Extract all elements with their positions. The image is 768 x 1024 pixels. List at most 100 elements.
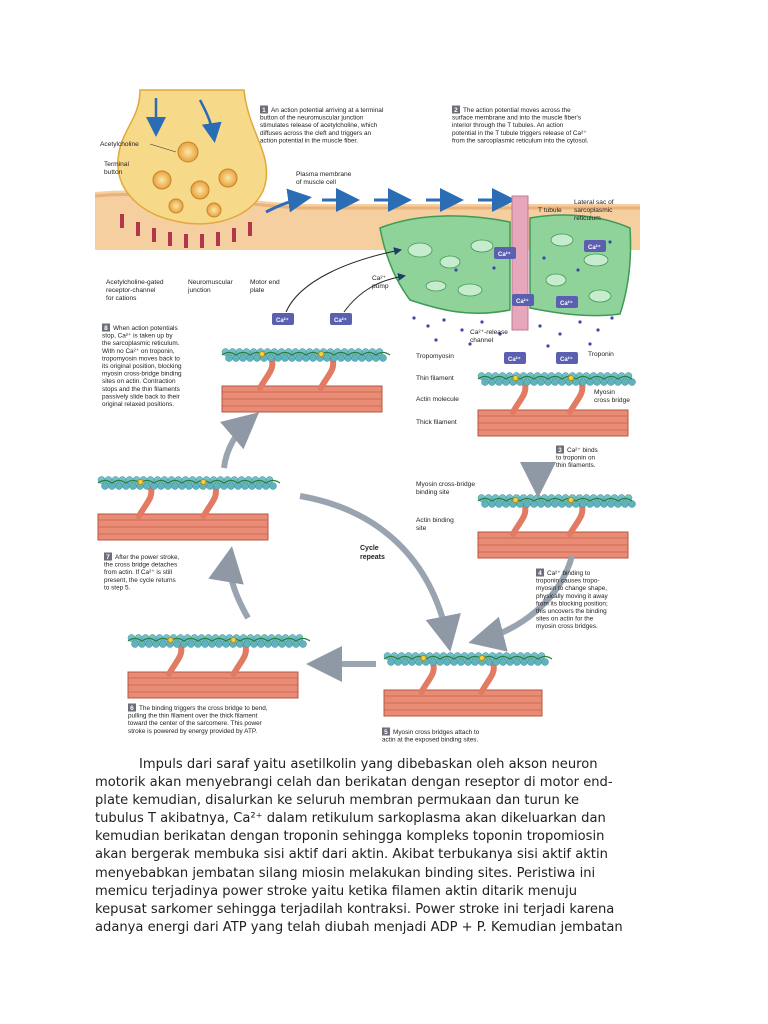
step-caption-line: When action potentials	[113, 325, 178, 332]
ca-pump-arrow-2	[343, 273, 406, 313]
t-tubule	[511, 195, 529, 331]
troponin-marker	[567, 496, 575, 504]
cycle-arrow-to-step5	[299, 493, 461, 652]
cycle-arrow-step7-to-8	[220, 412, 260, 469]
step-caption-line: diffuses across the cleft and triggers a…	[260, 130, 372, 137]
actin-bead	[628, 378, 636, 386]
step-caption-line: button of the neuromuscular junction	[260, 115, 364, 122]
tropomyosin-strand	[477, 497, 633, 502]
step-number: 8	[104, 325, 108, 332]
step-caption-line: stroke is powered by energy provided by …	[128, 728, 257, 735]
step-number: 5	[384, 729, 388, 736]
muscle-contraction-figure: Ca²⁺ Ca²⁺ Ca²⁺ Ca²⁺ Ca²⁺ Ca²⁺ Ca²⁺ Ca²⁺ …	[94, 89, 640, 744]
svg-text:Ca²⁺: Ca²⁺	[498, 251, 511, 258]
step-badge	[128, 703, 136, 712]
step-caption-line: An action potential arriving at a termin…	[271, 107, 383, 114]
step-caption-line: sites on actin. Contraction	[102, 378, 176, 385]
step-number: 7	[106, 554, 110, 561]
step-caption-line: the sarcoplasmic reticulum.	[102, 340, 180, 347]
paragraph-line: kemudian berikatan dengan troponin sehin…	[95, 829, 605, 845]
svg-text:Ca²⁺: Ca²⁺	[516, 298, 529, 305]
paragraph-line: plate kemudian, disalurkan ke seluruh me…	[95, 793, 580, 809]
paragraph-line: Impuls dari saraf yaitu asetilkolin yang…	[139, 757, 598, 772]
actin-bead	[269, 482, 277, 490]
step-number: 4	[538, 570, 542, 577]
step-caption-line: With no Ca²⁺ on troponin,	[102, 348, 175, 355]
tropomyosin-strand	[383, 655, 553, 660]
svg-text:Ca²⁺: Ca²⁺	[560, 356, 573, 363]
label-troponin: Troponin	[588, 351, 614, 358]
step-caption-line: physically moving it away	[536, 593, 609, 600]
step-badge	[536, 568, 544, 577]
myosin-cross-bridge	[200, 485, 219, 519]
step-caption-line: myosin cross-bridge binding	[102, 371, 182, 378]
myosin-cross-bridge	[567, 503, 586, 537]
cycle-arrow-step4-to-5	[468, 555, 575, 652]
step-badge	[102, 323, 110, 332]
myosin-cross-bridge	[257, 357, 276, 391]
step-caption-line: myosin to change shape,	[536, 585, 607, 592]
step-caption-line: stimulates release of acetylcholine, whi…	[260, 122, 378, 129]
label-actin-molecule: Actin molecule	[416, 396, 459, 403]
step-number: 3	[558, 447, 562, 454]
myosin-cross-bridge	[567, 381, 586, 415]
svg-text:Ca²⁺: Ca²⁺	[588, 244, 601, 251]
step-badge	[382, 727, 390, 736]
troponin-marker	[512, 496, 519, 504]
svg-text:Ca²⁺: Ca²⁺	[334, 317, 347, 324]
step-caption-line: Ca²⁺ binding to	[547, 570, 591, 577]
paragraph-line: menyebabkan jembatan silang miosin melak…	[95, 865, 596, 881]
tropomyosin-strand	[477, 375, 633, 380]
propagating-ap-arrows	[265, 188, 516, 214]
step-caption-line: from its blocking position;	[536, 600, 608, 607]
myosin-cross-bridge	[418, 661, 437, 695]
tropomyosin-strand	[221, 351, 391, 356]
step-caption-line: Ca²⁺ binds	[567, 447, 598, 454]
label-thin-filament: Thin filament	[416, 375, 454, 382]
step-caption-line: its original position, blocking	[102, 363, 182, 370]
synaptic-vesicles	[152, 141, 238, 218]
step-caption-line: to troponin on	[556, 455, 596, 462]
paragraph-line: motorik akan menyebrangi celah dan berik…	[95, 775, 613, 791]
troponin-marker	[318, 350, 325, 358]
step-number: 2	[454, 107, 458, 114]
step-badge	[104, 552, 112, 561]
step-caption-line: the cross bridge detaches	[104, 562, 177, 569]
paragraph-line: adanya energi dari ATP yang telah diubah…	[95, 919, 623, 935]
actin-bead	[541, 658, 549, 666]
step-caption-line: action potential in the muscle fiber.	[260, 137, 358, 144]
filament-set	[97, 476, 281, 541]
cycle-arrow-step6-to-7	[208, 546, 251, 620]
step-caption-line: surface membrane and into the muscle fib…	[452, 115, 581, 122]
label-t-tubule: T tubule	[538, 207, 562, 214]
label-acetylcholine: Acetylcholine	[100, 141, 139, 148]
step-number: 1	[262, 107, 266, 114]
paragraph-line: memicu terjadinya power stroke yaitu ket…	[95, 883, 578, 899]
svg-text:Ca²⁺: Ca²⁺	[276, 317, 289, 324]
calcium-dots	[412, 240, 614, 348]
step-number: 6	[130, 705, 134, 712]
svg-text:Ca²⁺: Ca²⁺	[508, 356, 521, 363]
myosin-cross-bridge	[478, 661, 497, 695]
filament-set	[477, 372, 636, 437]
myosin-cross-bridge	[510, 381, 529, 415]
step-caption-line: from the sarcoplasmic reticulum into the…	[452, 137, 589, 144]
troponin-marker	[512, 374, 519, 382]
step-caption-line: stop, Ca²⁺ is taken up by	[102, 333, 173, 340]
step-caption-line: troponin causes tropo-	[536, 578, 600, 585]
step-caption-line: pulling the thin filament over the thick…	[128, 713, 258, 720]
step-caption-line: interior through the T tubules. An actio…	[452, 122, 564, 129]
filament-groups	[97, 348, 636, 717]
label-tropomyosin: Tropomyosin	[416, 353, 454, 360]
step-badge	[452, 105, 460, 114]
troponin-marker	[230, 636, 237, 644]
paragraph-line: tubulus T akibatnya, Ca²⁺ dalam retikulu…	[95, 811, 606, 827]
step-caption-line: thin filaments.	[556, 462, 596, 469]
